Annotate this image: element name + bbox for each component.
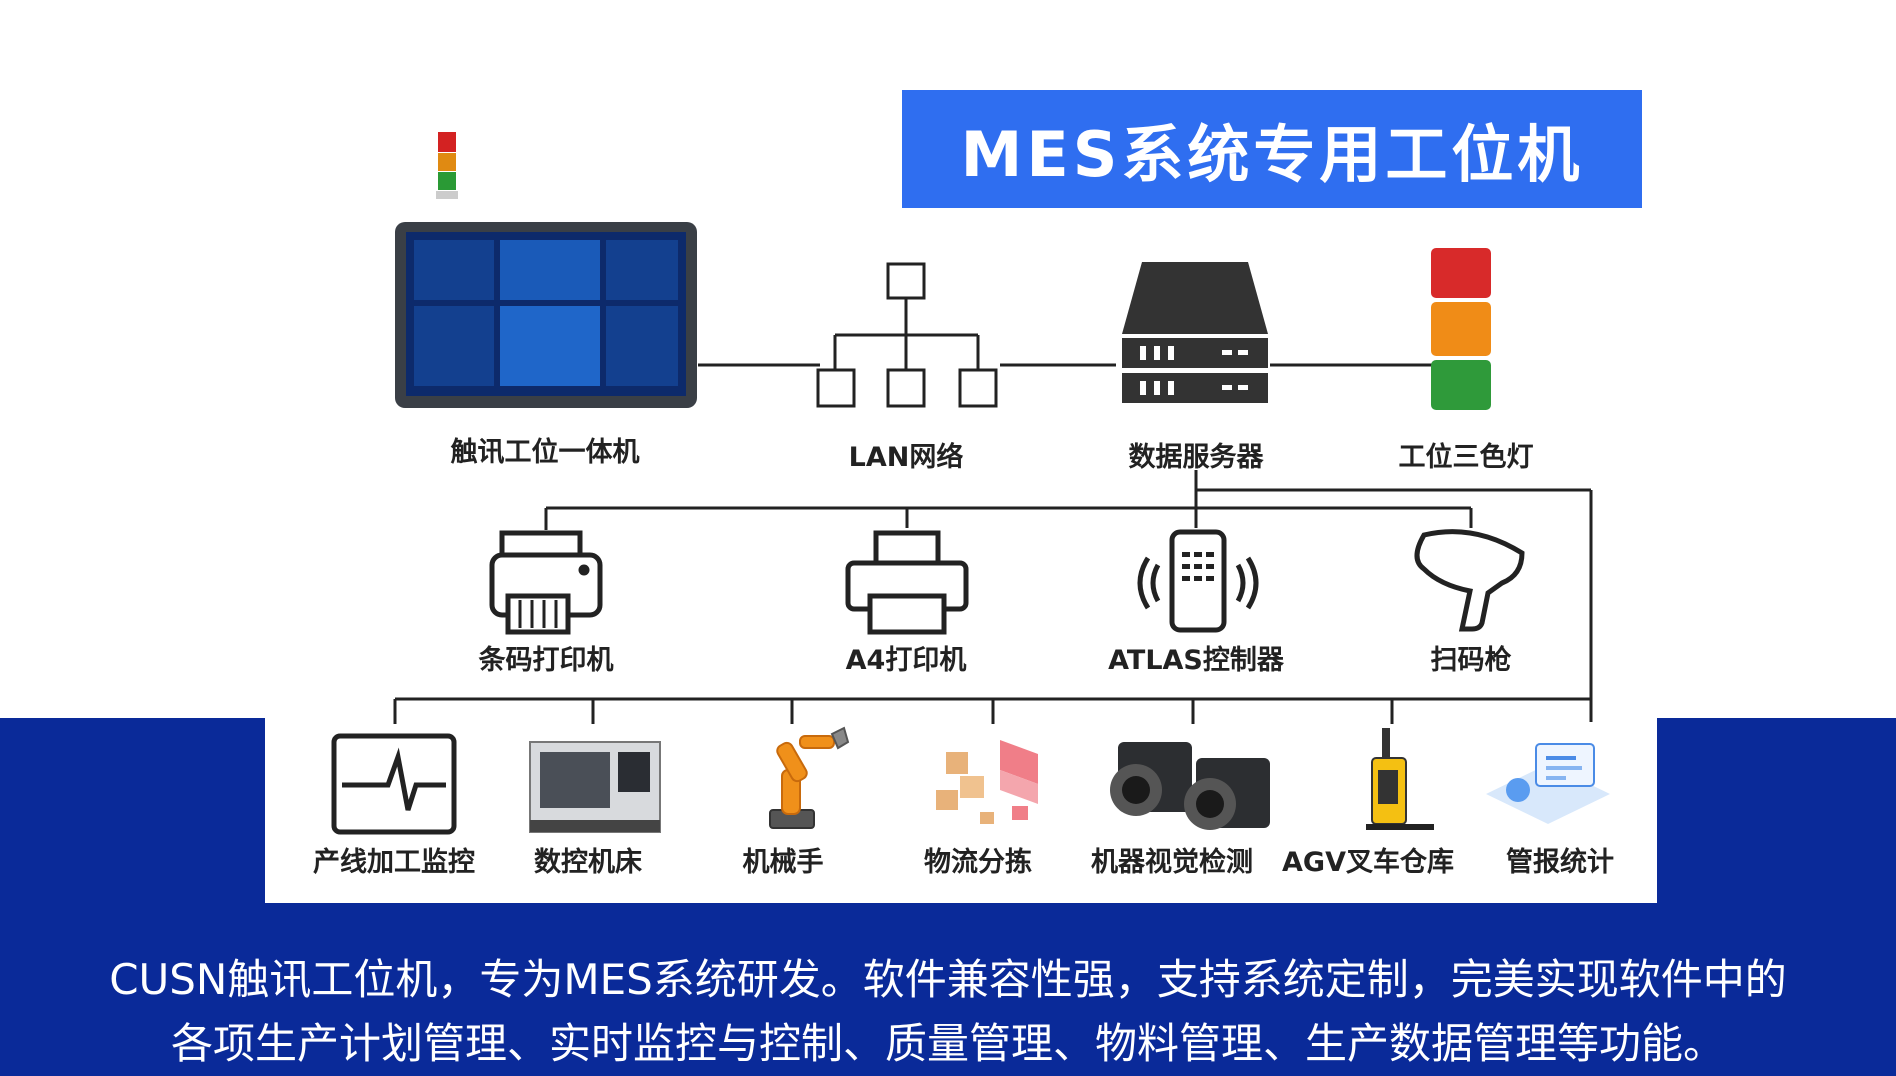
- tower-lamp-icon: [1431, 248, 1491, 410]
- machine-vision-icon: [1110, 742, 1270, 830]
- cnc-machine-icon: [529, 741, 661, 833]
- robot-arm-label: 机械手: [742, 847, 824, 878]
- cnc-machine-label: 数控机床: [534, 847, 642, 878]
- data-server-label: 数据服务器: [1128, 442, 1264, 473]
- logistics-sorting-icon: [936, 740, 1038, 824]
- atlas-controller-icon: [1137, 529, 1259, 633]
- title-banner: MES系统专用工位机: [902, 90, 1642, 208]
- description-line-2: 各项生产计划管理、实时监控与控制、质量管理、物料管理、生产数据管理等功能。: [170, 1019, 1725, 1068]
- barcode-scanner-icon: [1414, 529, 1525, 632]
- lan-network-label: LAN网络: [848, 442, 964, 473]
- panel-pc-icon: [395, 132, 697, 408]
- barcode-printer-icon: [489, 530, 603, 635]
- a4-printer-icon: [845, 530, 969, 635]
- description-line-1: CUSN触讯工位机，专为MES系统研发。软件兼容性强，支持系统定制，完美实现软件…: [109, 955, 1787, 1004]
- a4-printer-label: A4打印机: [845, 645, 967, 676]
- page-title: MES系统专用工位机: [960, 118, 1584, 191]
- lan-network-icon: [816, 262, 998, 408]
- report-statistics-icon: [1486, 743, 1610, 824]
- robot-arm-icon: [769, 726, 850, 829]
- devices-card: [265, 718, 1657, 903]
- connection-lines: [393, 363, 1593, 724]
- report-statistics-label: 管报统计: [1506, 847, 1614, 878]
- line-monitor-icon: [331, 733, 457, 835]
- agv-forklift-label: AGV叉车仓库: [1282, 847, 1454, 878]
- barcode-scanner-label: 扫码枪: [1430, 645, 1512, 676]
- data-server-icon: [1122, 262, 1268, 403]
- machine-vision-label: 机器视觉检测: [1091, 847, 1253, 878]
- panel-pc-label: 触讯工位一体机: [450, 437, 640, 468]
- tower-lamp-label: 工位三色灯: [1398, 442, 1534, 473]
- logistics-sorting-label: 物流分拣: [924, 847, 1032, 878]
- atlas-controller-label: ATLAS控制器: [1108, 645, 1284, 676]
- agv-forklift-icon: [1366, 728, 1434, 830]
- barcode-printer-label: 条码打印机: [478, 645, 614, 676]
- line-monitor-label: 产线加工监控: [313, 847, 475, 878]
